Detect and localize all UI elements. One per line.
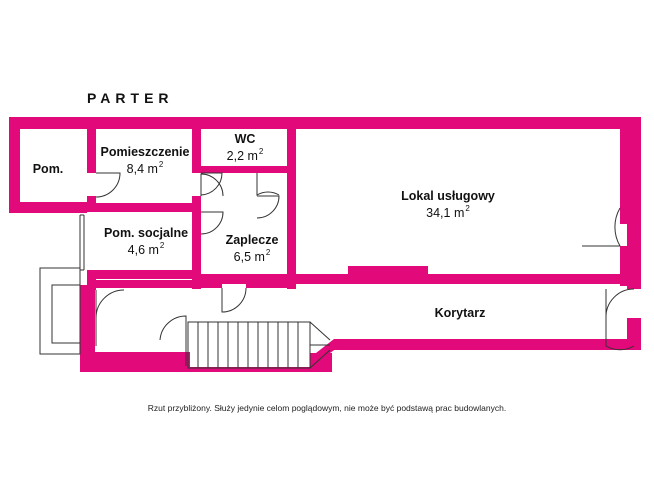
floor-title: PARTER: [87, 90, 174, 106]
room-name: WC: [234, 132, 256, 146]
room-name: Pom.: [32, 162, 64, 176]
room-area: 34,1 m2: [426, 204, 470, 220]
room-name: Korytarz: [434, 306, 486, 320]
room-area: 6,5 m2: [233, 248, 271, 264]
doors: [95, 172, 635, 366]
room-name: Lokal usługowy: [401, 189, 495, 203]
room-label-wc: WC 2,2 m2: [203, 132, 287, 164]
room-name: Zaplecze: [225, 233, 279, 247]
walls: [9, 117, 641, 372]
staircase: [187, 321, 331, 369]
room-label-zaplecze: Zaplecze 6,5 m2: [210, 233, 294, 265]
room-area: 4,6 m2: [127, 241, 165, 257]
room-label-socjalne: Pom. socjalne 4,6 m2: [98, 226, 194, 258]
window-lines: [39, 214, 85, 355]
room-label-pom: Pom.: [22, 162, 74, 177]
room-label-korytarz: Korytarz: [418, 306, 502, 321]
disclaimer-note: Rzut przybliżony. Służy jedynie celom po…: [147, 403, 507, 413]
room-name: Pom. socjalne: [103, 226, 189, 240]
room-label-lokal: Lokal usługowy 34,1 m2: [378, 189, 518, 221]
room-area: 2,2 m2: [226, 147, 264, 163]
room-area: 8,4 m2: [126, 160, 164, 176]
room-name: Pomieszczenie: [100, 145, 190, 159]
room-label-pomieszczenie: Pomieszczenie 8,4 m2: [96, 145, 194, 177]
